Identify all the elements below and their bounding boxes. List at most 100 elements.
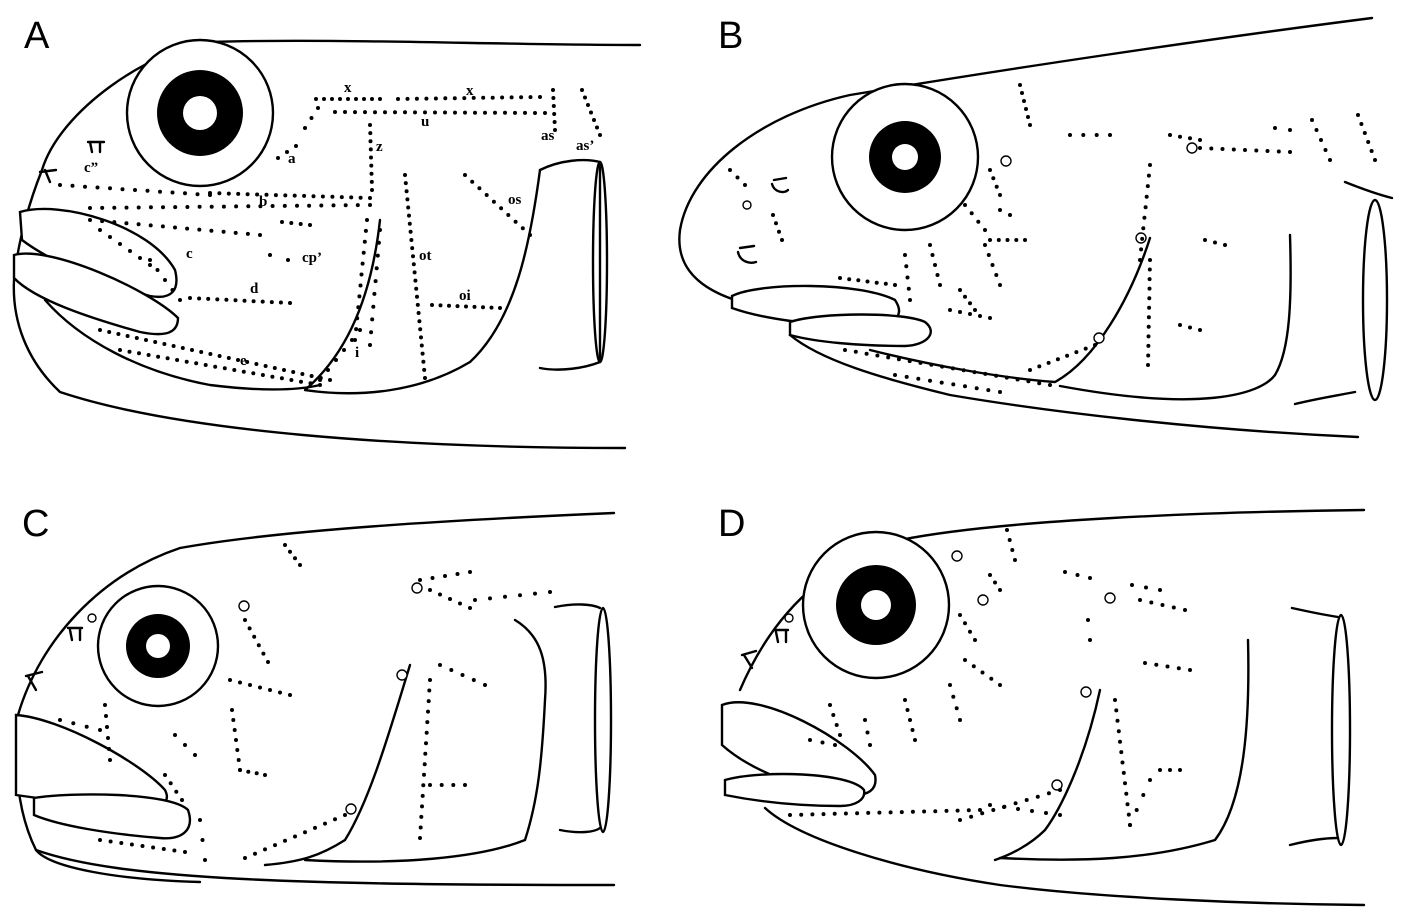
papilla-dot: [246, 770, 250, 774]
papilla-dot: [105, 725, 109, 729]
papilla-dot: [552, 112, 556, 116]
papilla-dot: [1114, 708, 1118, 712]
papilla-dot: [951, 366, 955, 370]
papilla-dot: [213, 365, 217, 369]
papilla-dot: [1024, 107, 1028, 111]
papilla-dot: [258, 233, 262, 237]
papilla-dot: [223, 366, 227, 370]
papilla-dot: [866, 280, 870, 284]
papilla-dot: [222, 230, 226, 234]
papilla-dot: [1178, 323, 1182, 327]
papilla-dot: [1198, 138, 1202, 142]
papilla-dot: [180, 798, 184, 802]
papilla-dot: [933, 809, 937, 813]
papilla-dot: [835, 723, 839, 727]
papilla-dot: [323, 822, 327, 826]
label-u: u: [421, 114, 429, 130]
papilla-dot: [291, 370, 295, 374]
papilla-dot: [1014, 801, 1018, 805]
papilla-dot: [368, 131, 372, 135]
papilla-dot: [1288, 150, 1292, 154]
papilla-dot: [1177, 666, 1181, 670]
papilla-dot: [1319, 138, 1323, 142]
papilla-dot: [969, 815, 973, 819]
papilla-dot: [808, 738, 812, 742]
papilla-dot: [956, 809, 960, 813]
eye-d: [803, 532, 949, 678]
papilla-dot: [598, 133, 602, 137]
papilla-dot: [1143, 661, 1147, 665]
papilla-dot: [1025, 798, 1029, 802]
papilla-dot: [1081, 133, 1085, 137]
papilla-dot: [197, 297, 201, 301]
papilla-dot: [318, 383, 322, 387]
papilla-dot: [100, 206, 104, 210]
papilla-dot: [481, 305, 485, 309]
label-b: b: [259, 194, 267, 210]
papilla-dot: [1198, 328, 1202, 332]
papilla-dot: [243, 856, 247, 860]
papilla-dot: [510, 95, 514, 99]
papilla-dot: [198, 818, 202, 822]
papilla-dot: [420, 804, 424, 808]
papilla-dot: [185, 360, 189, 364]
papilla-dot: [908, 359, 912, 363]
papilla-dot: [483, 111, 487, 115]
papilla-dot: [232, 368, 236, 372]
papilla-dot: [215, 297, 219, 301]
papilla-dot: [242, 370, 246, 374]
papilla-dot: [85, 725, 89, 729]
label-x-2: x: [466, 83, 474, 99]
papilla-dot: [995, 185, 999, 189]
papilla-dot: [1126, 802, 1130, 806]
papilla-dot: [1014, 238, 1018, 242]
papilla-dot: [253, 852, 257, 856]
papilla-dot: [108, 186, 112, 190]
papilla-dot: [107, 330, 111, 334]
papilla-dot: [137, 351, 141, 355]
papilla-dot: [135, 336, 139, 340]
panel-a: A x x u as as’ a z c” b os: [14, 15, 640, 448]
papilla-dot: [477, 186, 481, 190]
papilla-dot: [1047, 791, 1051, 795]
papilla-dot: [235, 748, 239, 752]
papilla-dot: [470, 180, 474, 184]
papilla-dot: [981, 671, 985, 675]
papilla-dot: [1084, 347, 1088, 351]
papilla-dot: [908, 298, 912, 302]
papilla-dot: [121, 187, 125, 191]
papilla-dot: [978, 808, 982, 812]
papilla-dot: [208, 352, 212, 356]
papilla-dot: [263, 847, 267, 851]
papilla-dot: [88, 218, 92, 222]
papilla-dot: [144, 338, 148, 342]
papilla-dot: [847, 277, 851, 281]
papilla-dot: [238, 768, 242, 772]
papilla-dot: [419, 815, 423, 819]
papilla-dot: [238, 681, 242, 685]
papilla-dot: [461, 673, 465, 677]
papilla-dot: [1178, 135, 1182, 139]
papilla-dot: [1145, 195, 1149, 199]
papilla-dot: [368, 343, 372, 347]
papilla-dot: [413, 270, 417, 274]
papilla-dot: [130, 843, 134, 847]
papilla-dot: [418, 578, 422, 582]
papilla-dot: [889, 810, 893, 814]
papilla-dot: [1356, 113, 1360, 117]
papilla-dot: [1056, 357, 1060, 361]
papilla-dot: [903, 698, 907, 702]
label-as-prime: as’: [576, 138, 594, 154]
papilla-dot: [911, 810, 915, 814]
papilla-dot: [137, 206, 141, 210]
papilla-dot: [468, 570, 472, 574]
papilla-dot: [174, 790, 178, 794]
papilla-dot: [109, 840, 113, 844]
papilla-dot: [473, 598, 477, 602]
papilla-dot: [427, 689, 431, 693]
papilla-dot: [1030, 809, 1034, 813]
papilla-dot: [1154, 663, 1158, 667]
papilla-dot: [172, 849, 176, 853]
papilla-dot: [838, 733, 842, 737]
papilla-dot: [1203, 238, 1207, 242]
